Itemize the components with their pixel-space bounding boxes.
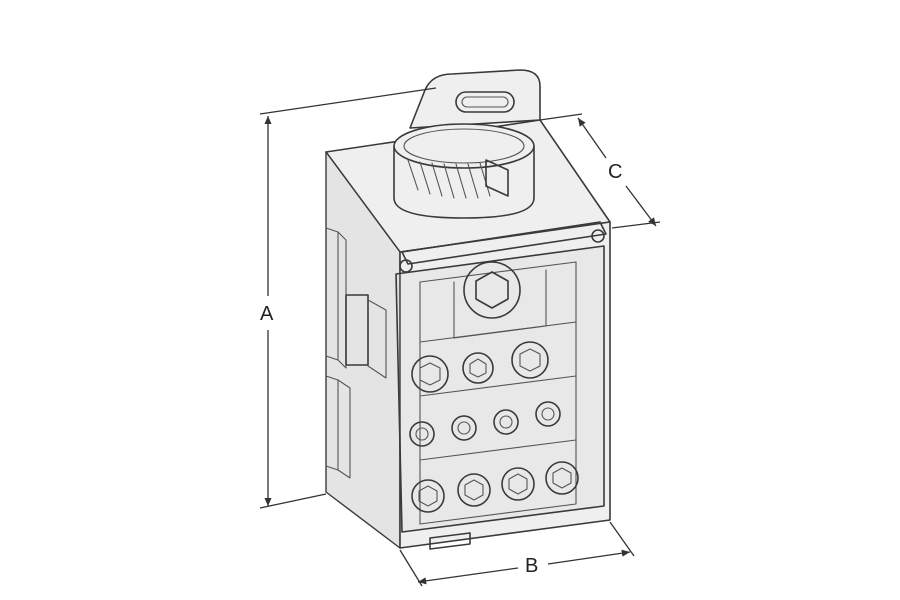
hex-port [411, 479, 445, 513]
hex-port [462, 352, 494, 384]
dimension-b-label: B [525, 555, 538, 577]
port-row-1 [411, 341, 549, 393]
hex-port [511, 341, 549, 379]
cable-entry-collar [393, 123, 535, 219]
dimension-c-label: C [608, 161, 622, 183]
hex-port [457, 473, 491, 507]
dimension-c: C [539, 113, 661, 229]
mounting-tab [409, 69, 541, 129]
dimension-b: B [399, 521, 635, 587]
hex-port [409, 421, 435, 447]
din-rail-channel [325, 227, 387, 479]
bottom-foot [429, 532, 471, 550]
port-row-3 [411, 461, 579, 513]
dimension-a: A [259, 87, 437, 509]
hex-port [535, 401, 561, 427]
main-hex-port [463, 261, 521, 319]
transparent-cover [395, 245, 605, 533]
port-row-2 [409, 401, 561, 447]
hex-port [451, 415, 477, 441]
terminal-housing [419, 261, 577, 525]
hex-port [501, 467, 535, 501]
hex-port [545, 461, 579, 495]
hex-port [411, 355, 449, 393]
dimension-a-label: A [260, 303, 274, 325]
hex-port [493, 409, 519, 435]
